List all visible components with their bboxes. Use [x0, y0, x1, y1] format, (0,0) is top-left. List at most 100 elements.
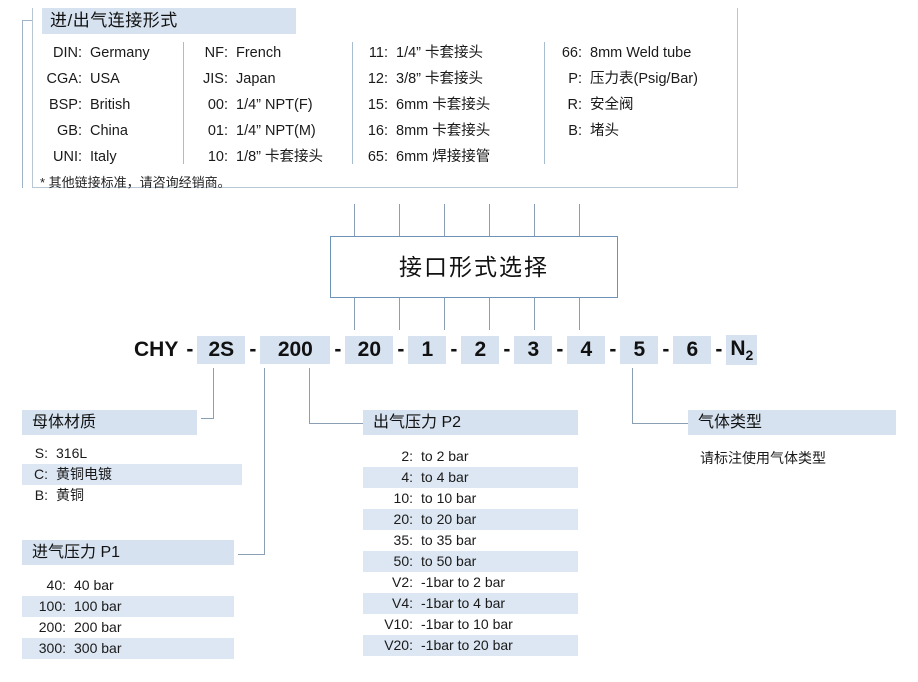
gas-type-title: 气体类型: [688, 410, 896, 435]
model-segment[interactable]: 200: [260, 336, 331, 364]
option-description: to 20 bar: [421, 511, 477, 527]
connection-code: 12:: [367, 71, 388, 87]
connection-type-row: 15:6mm 卡套接头: [364, 92, 490, 118]
option-code: 50:: [393, 553, 413, 569]
connection-type-row: GB:China: [44, 118, 150, 144]
option-description: to 10 bar: [421, 490, 477, 506]
option-code: 10:: [393, 490, 413, 506]
option-code: V10:: [384, 616, 413, 632]
option-description: to 35 bar: [421, 532, 477, 548]
iface-tick-bottom-4: [489, 298, 490, 330]
option-code: 35:: [393, 532, 413, 548]
connection-code: CGA:: [46, 71, 82, 87]
connection-type-row: 12: 3/8” 卡套接头: [364, 66, 490, 92]
inlet-pressure-item: 300:300 bar: [22, 638, 234, 659]
body-material-title: 母体材质: [22, 410, 197, 435]
option-code: V4:: [391, 595, 413, 611]
outlet-pressure-item: 20: to 20 bar: [363, 509, 578, 530]
inlet-pressure-item: 40:40 bar: [22, 575, 234, 596]
model-separator: -: [662, 338, 670, 361]
model-number-segments: CHY-2S-200-20-1-2-3-4-5-6-N2: [130, 334, 758, 366]
outlet-pressure-item: V20:-1bar to 20 bar: [363, 635, 578, 656]
connection-description: 3/8” 卡套接头: [396, 71, 484, 87]
connection-type-title: 进/出气连接形式: [42, 8, 296, 34]
connection-type-row: 66: 8mm Weld tube: [556, 40, 698, 66]
iface-tick-top-6: [579, 204, 580, 236]
option-code: 100:: [38, 598, 66, 614]
model-segment[interactable]: 2S: [197, 336, 246, 364]
iface-tick-bottom-6: [579, 298, 580, 330]
model-segment[interactable]: N2: [726, 334, 758, 366]
connection-code: 00:: [207, 97, 228, 113]
connection-description: 1/4” 卡套接头: [396, 45, 484, 61]
leader-body-material-h: [201, 418, 214, 419]
inlet-pressure-item: 200:200 bar: [22, 617, 234, 638]
option-code: 20:: [393, 511, 413, 527]
option-description: -1bar to 10 bar: [421, 616, 513, 632]
connection-description: Italy: [90, 149, 117, 165]
option-code: S:: [34, 445, 48, 461]
connection-description: 8mm Weld tube: [590, 45, 692, 61]
leader-gas-type-h: [632, 423, 688, 424]
model-segment[interactable]: 5: [620, 336, 659, 364]
body-material-item: S: 316L: [22, 443, 242, 464]
option-code: V2:: [391, 574, 413, 590]
connection-description: 8mm 卡套接头: [396, 123, 491, 139]
iface-tick-top-2: [399, 204, 400, 236]
connection-description: 6mm 焊接接管: [396, 149, 491, 165]
connection-description: 1/4” NPT(M): [236, 123, 316, 139]
connection-type-row: R:安全阀: [556, 92, 698, 118]
connection-description: 1/8” 卡套接头: [236, 149, 324, 165]
model-segment[interactable]: 2: [461, 336, 500, 364]
leader-gas-type-v: [632, 368, 633, 423]
connection-type-row: JIS:Japan: [196, 66, 323, 92]
model-segment[interactable]: 3: [514, 336, 553, 364]
connection-type-row: 00: 1/4” NPT(F): [196, 92, 323, 118]
gas-type-note: 请标注使用气体类型: [700, 450, 826, 466]
option-code: 2:: [401, 448, 413, 464]
model-segment[interactable]: 20: [345, 336, 394, 364]
model-separator: -: [556, 338, 564, 361]
inlet-pressure-item: 100:100 bar: [22, 596, 234, 617]
connection-type-row: DIN:Germany: [44, 40, 150, 66]
iface-tick-top-3: [444, 204, 445, 236]
model-segment[interactable]: 1: [408, 336, 447, 364]
option-description: -1bar to 20 bar: [421, 637, 513, 653]
model-separator: -: [450, 338, 458, 361]
model-separator: -: [715, 338, 723, 361]
connection-type-row: B:堵头: [556, 118, 698, 144]
connection-type-row: NF:French: [196, 40, 323, 66]
connection-type-row: 01:1/4” NPT(M): [196, 118, 323, 144]
model-segment[interactable]: 6: [673, 336, 712, 364]
outlet-pressure-item: V2:-1bar to 2 bar: [363, 572, 578, 593]
option-code: 4:: [401, 469, 413, 485]
connection-code: JIS:: [203, 71, 228, 87]
connection-code: 66:: [561, 45, 582, 61]
option-description: -1bar to 4 bar: [421, 595, 506, 611]
connection-code: DIN:: [53, 45, 82, 61]
iface-tick-bottom-5: [534, 298, 535, 330]
model-separator: -: [503, 338, 511, 361]
connection-description: 1/4” NPT(F): [236, 97, 313, 113]
interface-type-box[interactable]: 接口形式选择: [330, 236, 618, 298]
connection-description: 安全阀: [590, 97, 634, 113]
option-code: 300:: [38, 640, 66, 656]
option-description: 黄铜电镀: [56, 466, 112, 482]
outlet-pressure-item: V10: -1bar to 10 bar: [363, 614, 578, 635]
model-segment[interactable]: 4: [567, 336, 606, 364]
connection-description: French: [236, 45, 282, 61]
outlet-pressure-item: 50:to 50 bar: [363, 551, 578, 572]
body-material-item: B:黄铜: [22, 485, 242, 506]
connection-type-row: CGA:USA: [44, 66, 150, 92]
model-segment[interactable]: CHY: [134, 338, 179, 361]
connection-type-footnote: * 其他链接标准，请咨询经销商。: [40, 175, 231, 190]
connection-code: 16:: [367, 123, 388, 139]
option-code: C:: [34, 466, 48, 482]
option-description: 316L: [56, 445, 88, 461]
